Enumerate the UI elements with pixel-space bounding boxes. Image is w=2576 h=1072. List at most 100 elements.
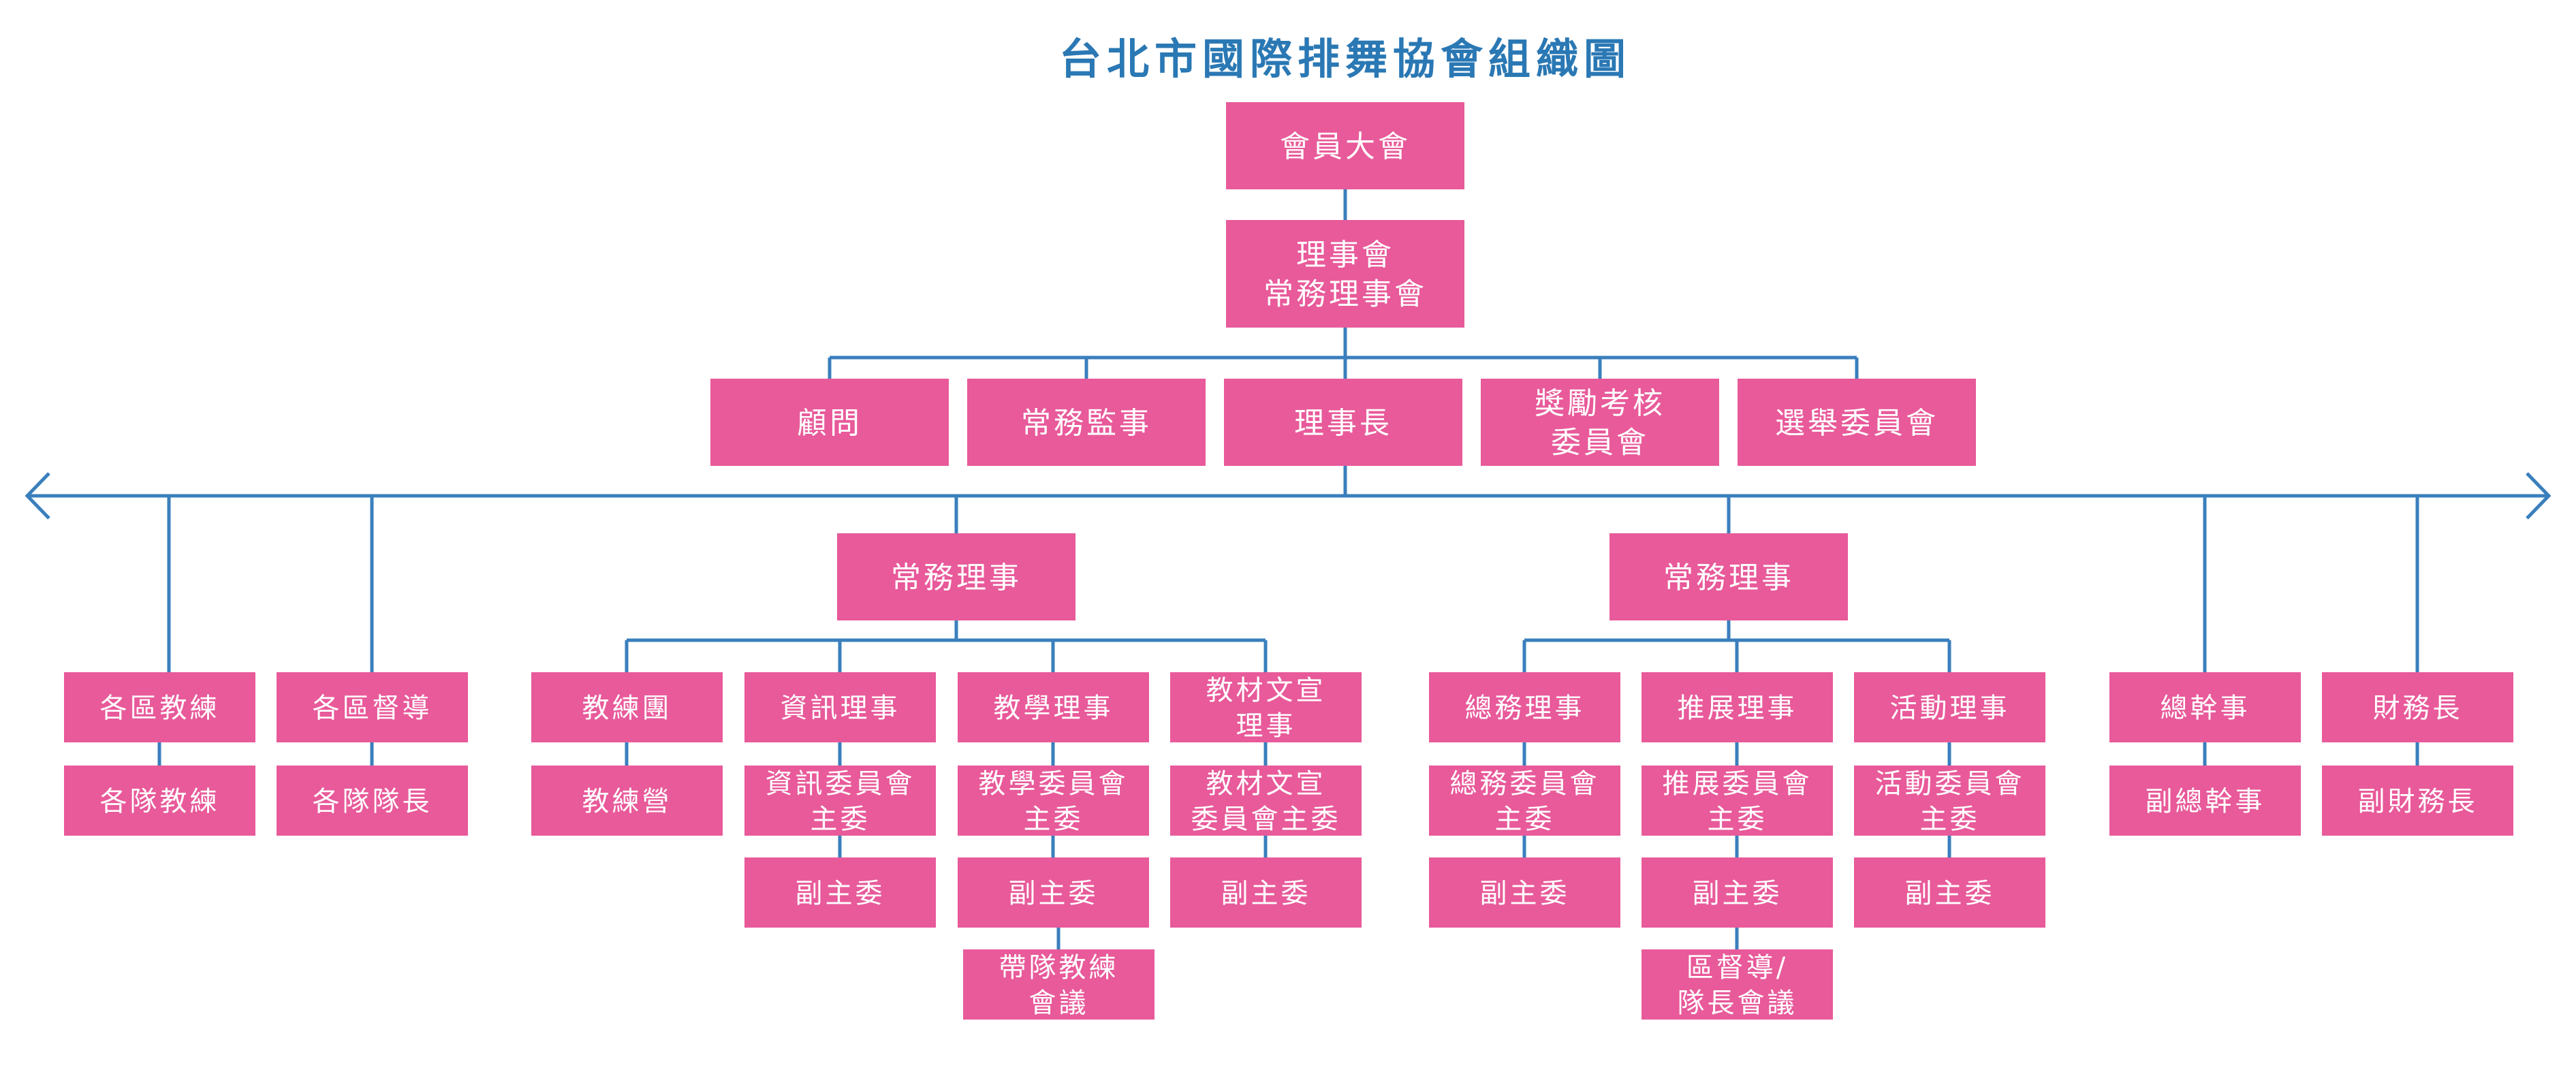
node-box <box>1642 949 1833 1020</box>
node-label: 會員大會 <box>1280 129 1411 164</box>
node-box <box>1738 379 1976 466</box>
node-box <box>2109 766 2301 836</box>
node-box <box>1170 766 1362 836</box>
node-district-coach: 各區教練 <box>64 672 255 742</box>
node-activity-vice-chair: 副主委 <box>1854 857 2045 928</box>
node-label: 理事 <box>1236 710 1296 742</box>
node-promotion-director: 推展理事 <box>1642 672 1833 742</box>
node-election-committee: 選舉委員會 <box>1738 379 1976 466</box>
node-label: 常務理事 <box>1663 561 1794 595</box>
node-general-assembly: 會員大會 <box>1226 102 1464 189</box>
node-label: 副主委 <box>1693 878 1782 909</box>
node-teaching-director: 教學理事 <box>958 672 1149 742</box>
node-box <box>1642 766 1833 836</box>
node-label: 常務監事 <box>1021 406 1152 441</box>
node-label: 獎勵考核 <box>1535 386 1665 421</box>
node-box <box>2109 672 2301 742</box>
node-standing-director-left: 常務理事 <box>837 533 1075 620</box>
node-box <box>1170 857 1362 928</box>
node-info-director: 資訊理事 <box>744 672 936 742</box>
node-box <box>531 766 723 836</box>
node-label: 副主委 <box>1480 878 1570 909</box>
node-general-affairs-vice-chair: 副主委 <box>1429 857 1620 928</box>
node-label: 隊長會議 <box>1678 988 1797 1019</box>
node-label: 副財務長 <box>2358 786 2478 817</box>
node-label: 會議 <box>1029 988 1089 1019</box>
node-team-captain: 各隊隊長 <box>277 766 468 836</box>
node-box <box>277 766 468 836</box>
node-promotion-vice-chair: 副主委 <box>1642 857 1833 928</box>
node-label: 主委 <box>1708 804 1768 835</box>
node-label: 主委 <box>811 804 870 835</box>
node-box <box>1642 672 1833 742</box>
node-label: 各隊教練 <box>100 786 220 817</box>
node-label: 主委 <box>1495 804 1555 835</box>
node-label: 選舉委員會 <box>1775 406 1938 441</box>
node-label: 教材文宣 <box>1206 768 1326 800</box>
node-label: 理事會 <box>1296 238 1394 272</box>
node-box <box>958 766 1149 836</box>
node-box <box>64 766 255 836</box>
node-label: 總務委員會 <box>1450 768 1600 800</box>
node-box <box>1226 220 1464 328</box>
node-chairman: 理事長 <box>1224 379 1462 466</box>
node-label: 委員會主委 <box>1191 804 1341 835</box>
node-box <box>1854 672 2045 742</box>
node-deputy-treasurer: 副財務長 <box>2322 766 2513 836</box>
node-box <box>1224 379 1462 466</box>
node-label: 顧問 <box>797 406 862 441</box>
node-label: 理事長 <box>1294 406 1392 441</box>
node-box <box>744 672 936 742</box>
node-label: 各區教練 <box>100 693 220 724</box>
node-box <box>744 857 936 928</box>
node-label: 推展委員會 <box>1663 768 1812 800</box>
node-standing-supervisor: 常務監事 <box>967 379 1206 466</box>
node-secretary-general: 總幹事 <box>2109 672 2301 742</box>
node-label: 資訊理事 <box>781 693 900 724</box>
node-label: 教練團 <box>582 693 672 724</box>
node-label: 推展理事 <box>1678 693 1797 724</box>
node-label: 常務理事會 <box>1263 277 1427 311</box>
node-box <box>64 672 255 742</box>
node-label: 副主委 <box>1009 878 1099 909</box>
node-box <box>963 949 1155 1020</box>
node-district-supervisor: 各區督導 <box>277 672 468 742</box>
node-label: 活動委員會 <box>1875 768 2025 800</box>
node-label: 財務長 <box>2373 693 2463 724</box>
node-label: 主委 <box>1024 804 1084 835</box>
node-label: 副主委 <box>1221 878 1311 909</box>
node-box <box>1481 379 1719 466</box>
node-box <box>531 672 723 742</box>
node-box <box>1429 857 1620 928</box>
node-box <box>967 379 1206 466</box>
node-box <box>1609 533 1848 620</box>
node-box <box>1642 857 1833 928</box>
node-label: 各隊隊長 <box>313 786 433 817</box>
chart-title: 台北市國際排舞協會組織圖 <box>1059 34 1631 84</box>
node-teaching-vice-chair: 副主委 <box>958 857 1149 928</box>
node-label: 委員會 <box>1551 425 1649 460</box>
node-label: 副主委 <box>1905 878 1995 909</box>
node-label: 教材文宣 <box>1206 675 1326 706</box>
node-info-vice-chair: 副主委 <box>744 857 936 928</box>
node-label: 常務理事 <box>891 561 1022 595</box>
node-box <box>744 766 936 836</box>
node-label: 各區督導 <box>313 693 433 724</box>
node-box <box>1226 102 1464 189</box>
node-label: 總務理事 <box>1465 693 1585 724</box>
node-label: 教練營 <box>582 786 672 817</box>
node-team-coach: 各隊教練 <box>64 766 255 836</box>
node-label: 區督導/ <box>1686 952 1788 983</box>
node-advisor: 顧問 <box>710 379 949 466</box>
